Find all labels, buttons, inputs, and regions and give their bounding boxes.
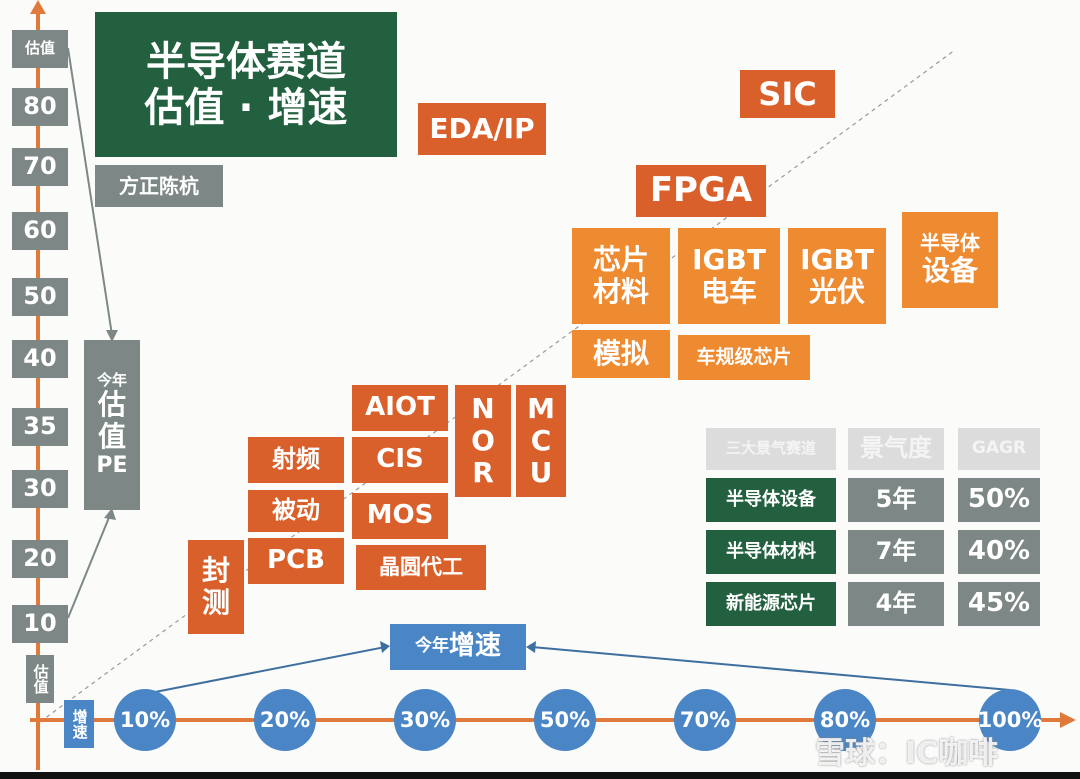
sector-label: R <box>472 456 494 490</box>
bottom-border <box>0 772 1080 779</box>
pe-label-line: 今年 <box>96 370 127 389</box>
title-line1: 半导体赛道 <box>146 38 346 85</box>
table-cell: 45% <box>958 582 1040 626</box>
y-tick: 70 <box>12 148 68 186</box>
table-cell: 40% <box>958 530 1040 574</box>
pe-label-line: 值 <box>97 419 126 453</box>
sector-mos: MOS <box>352 493 448 539</box>
sector-auto-chip: 车规级芯片 <box>678 335 810 380</box>
sector-label: IGBT <box>692 242 766 276</box>
table-cell: 半导体材料 <box>706 530 836 574</box>
sector-label: 材料 <box>592 275 649 308</box>
pe-connector-top <box>67 47 113 336</box>
sector-label: M <box>527 391 555 425</box>
pe-connector-bottom <box>67 514 111 619</box>
sector-rf: 射频 <box>248 437 344 483</box>
y-tick: 20 <box>12 540 68 578</box>
x-tick: 30% <box>394 689 456 751</box>
y-axis-label-bottom: 估值 <box>26 655 54 703</box>
title-line2: 估值 · 增速 <box>144 84 348 131</box>
sector-label: C <box>530 423 552 457</box>
table-cell: 7年 <box>848 530 944 574</box>
x-axis-arrow <box>1060 712 1076 728</box>
table-header: 三大景气赛道 <box>706 428 836 470</box>
y-tick: 80 <box>12 88 68 126</box>
pe-label-line: PE <box>96 453 128 479</box>
x-tick: 20% <box>254 689 316 751</box>
y-tick: 40 <box>12 340 68 378</box>
table-cell: 半导体设备 <box>706 478 836 522</box>
table-cell: 50% <box>958 478 1040 522</box>
x-tick: 100% <box>978 689 1042 751</box>
sector-aiot: AIOT <box>352 385 448 431</box>
sector-label: 电车 <box>700 275 757 308</box>
table-header: GAGR <box>958 428 1040 470</box>
sector-label: N <box>471 391 495 425</box>
sector-label: 设备 <box>921 254 978 288</box>
sector-fpga: FPGA <box>636 165 766 217</box>
growth-connector-right <box>531 646 1011 691</box>
y-tick: 35 <box>12 408 68 446</box>
y-tick: 10 <box>12 605 68 643</box>
sector-equipment: 半导体设备 <box>902 212 998 308</box>
x-tick: 50% <box>534 689 596 751</box>
x-tick: 80% <box>814 689 876 751</box>
growth-label: 今年增速 <box>390 624 526 670</box>
sector-eda-ip: EDA/IP <box>418 103 546 155</box>
x-axis-label: 增速 <box>64 700 94 748</box>
y-axis-arrow <box>30 0 46 14</box>
table-cell: 5年 <box>848 478 944 522</box>
sector-label: 半导体 <box>920 231 980 256</box>
growth-label-main: 增速 <box>448 631 501 662</box>
x-tick: 70% <box>674 689 736 751</box>
sector-packaging: 封测 <box>188 540 244 634</box>
diagonal-trend-line <box>39 49 956 723</box>
y-tick: 60 <box>12 212 68 250</box>
sector-label: O <box>471 423 495 457</box>
table-cell: 4年 <box>848 582 944 626</box>
table-cell: 新能源芯片 <box>706 582 836 626</box>
title-box: 半导体赛道 估值 · 增速 <box>95 12 397 157</box>
author-label: 方正陈杭 <box>95 165 223 207</box>
sector-passive: 被动 <box>248 490 344 532</box>
sector-cis: CIS <box>352 437 448 483</box>
sector-sic: SIC <box>740 70 835 118</box>
sector-label: 芯片 <box>592 242 649 276</box>
sector-label: 封 <box>201 553 230 587</box>
sector-analog: 模拟 <box>572 330 670 378</box>
pe-label: 今年 估 值 PE <box>84 340 140 510</box>
watermark: 雪球：IC咖啡 <box>815 736 999 771</box>
sector-chip-material: 芯片材料 <box>572 228 670 324</box>
sector-label: 测 <box>201 586 230 619</box>
y-axis-label: 估值 <box>12 30 68 68</box>
sector-pcb: PCB <box>248 538 344 584</box>
y-tick: 30 <box>12 470 68 508</box>
x-tick: 10% <box>114 689 176 751</box>
growth-label-prefix: 今年 <box>414 636 449 657</box>
sector-label: 光伏 <box>808 275 865 308</box>
sector-label: U <box>529 456 553 490</box>
pe-label-line: 估 <box>97 387 126 421</box>
y-tick: 50 <box>12 278 68 316</box>
sector-foundry: 晶圆代工 <box>356 545 486 590</box>
table-header: 景气度 <box>848 428 944 470</box>
sector-label: IGBT <box>800 242 874 276</box>
growth-connector-left <box>149 646 386 694</box>
